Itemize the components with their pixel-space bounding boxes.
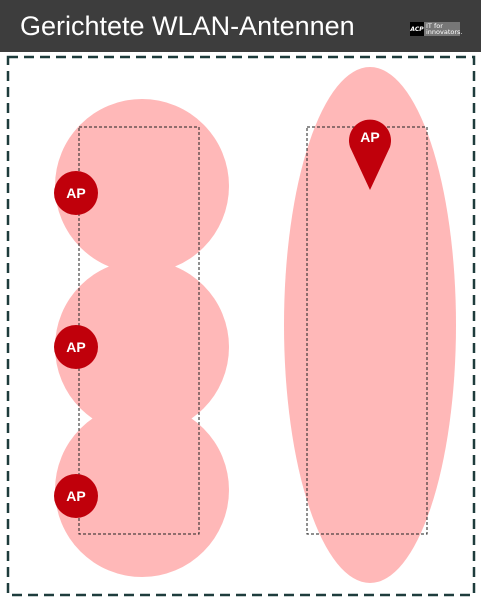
wlan-antenna-diagram: AP AP AP AP — [6, 55, 476, 597]
header-bar: Gerichtete WLAN-Antennen ACP IT for inno… — [0, 0, 481, 52]
ap-label: AP — [360, 129, 379, 145]
ap-label: AP — [66, 339, 85, 355]
access-point-1: AP — [54, 171, 98, 215]
access-point-2: AP — [54, 325, 98, 369]
logo-line-2: innovators. — [426, 28, 463, 36]
logo-line-1: IT for — [426, 21, 443, 30]
directional-access-point-pin-icon: AP — [349, 119, 391, 190]
logo-text: IT for innovators. — [424, 21, 463, 36]
coverage-area-1 — [55, 99, 229, 273]
ap-label: AP — [66, 488, 85, 504]
company-logo: ACP IT for innovators. — [410, 21, 463, 36]
directional-coverage-area — [284, 67, 456, 583]
access-point-3: AP — [54, 474, 98, 518]
floor-boundary — [6, 55, 476, 597]
logo-mark: ACP — [410, 22, 424, 36]
coverage-area-2 — [55, 260, 229, 434]
page-title: Gerichtete WLAN-Antennen — [20, 11, 355, 41]
ap-label: AP — [66, 185, 85, 201]
